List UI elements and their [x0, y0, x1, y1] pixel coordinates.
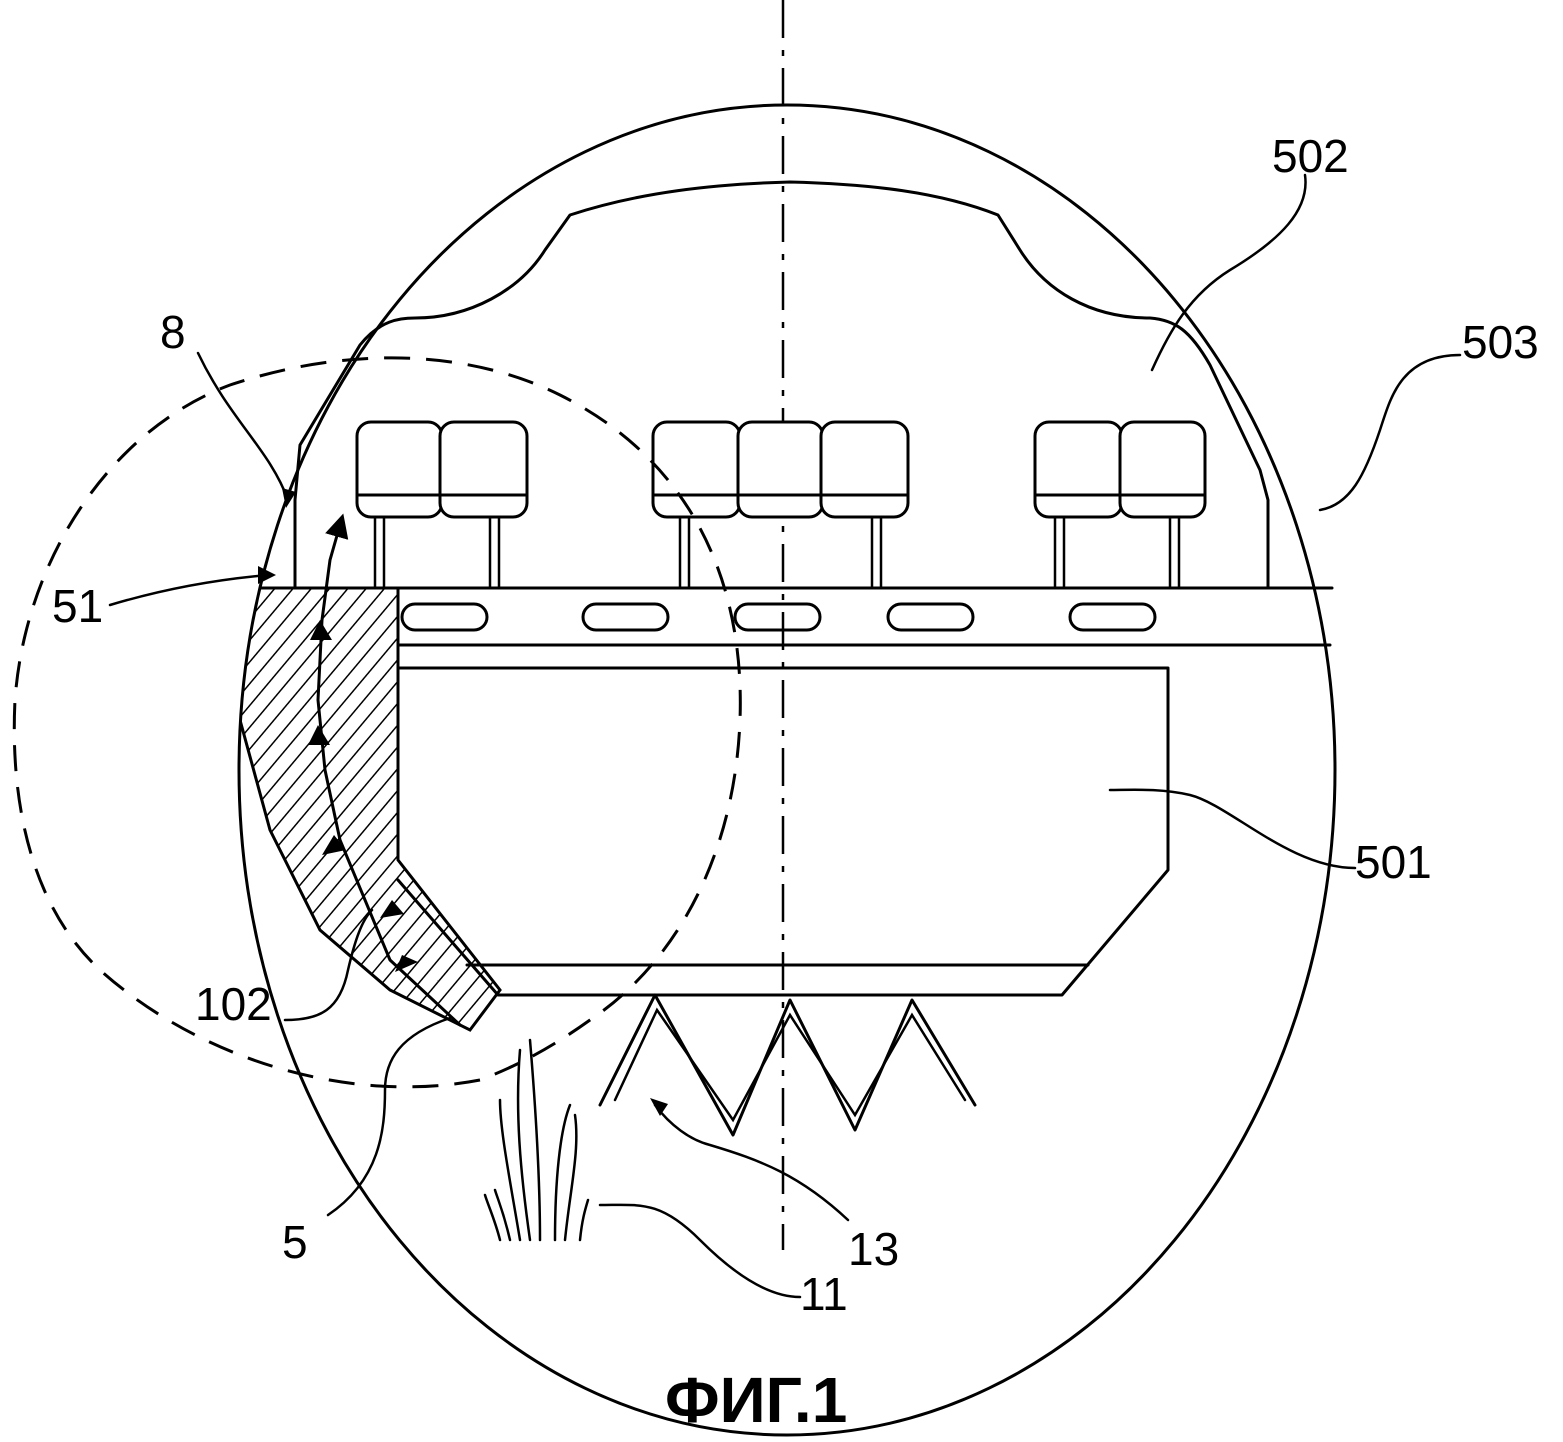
label-8: 8 — [160, 306, 186, 358]
impact-zone-boundary — [12, 356, 742, 1089]
label-503: 503 — [1462, 316, 1539, 368]
label-51: 51 — [52, 580, 103, 632]
cabin-lining — [293, 180, 1270, 590]
energy-absorber-hatched — [239, 586, 502, 1032]
energy-path-arrows — [308, 513, 462, 1027]
label-501: 501 — [1355, 836, 1432, 888]
fuselage-outer-wall — [237, 103, 1337, 1437]
label-11: 11 — [800, 1268, 848, 1320]
floor-slots — [400, 602, 1157, 632]
seat-row-center — [651, 420, 910, 590]
truss-structure-inner — [613, 1007, 967, 1123]
label-5: 5 — [282, 1216, 308, 1268]
figure-caption: ФИГ.1 — [665, 1364, 847, 1436]
truss-structure — [598, 993, 977, 1137]
seat-row-left — [355, 420, 529, 590]
label-13: 13 — [848, 1223, 899, 1275]
leader-lines — [108, 173, 1462, 1299]
label-502: 502 — [1272, 130, 1349, 182]
seat-row-right — [1033, 420, 1207, 590]
grass-obstacle — [483, 1038, 590, 1242]
label-102: 102 — [195, 978, 272, 1030]
